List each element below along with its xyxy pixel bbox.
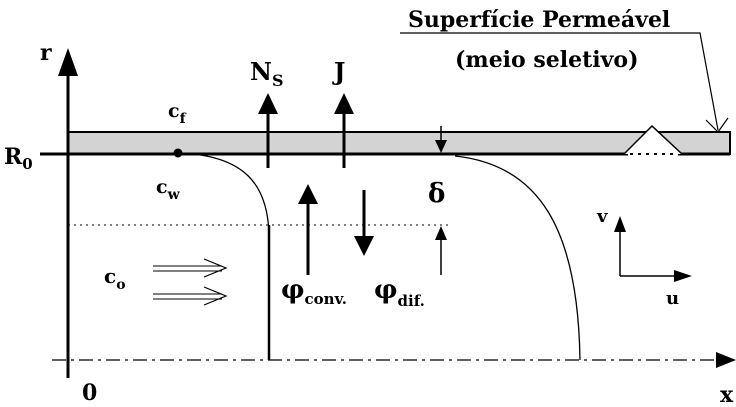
cf-label: cf bbox=[168, 100, 187, 127]
phi-conv-label: φconv. bbox=[281, 275, 347, 308]
co-sub: o bbox=[116, 277, 125, 293]
x-axis-label: x bbox=[720, 382, 734, 407]
cf-main: c bbox=[168, 100, 180, 122]
delta-arrowhead-up bbox=[435, 226, 447, 240]
v-label: v bbox=[596, 206, 608, 227]
j-arrowhead bbox=[334, 93, 354, 114]
leader-tip bbox=[705, 117, 729, 133]
cw-sub: w bbox=[167, 187, 181, 203]
membrane-pore bbox=[623, 124, 683, 155]
phi-dif-main: φ bbox=[374, 275, 398, 305]
phi-dif-label: φdif. bbox=[374, 275, 425, 310]
phi-dif-sub: dif. bbox=[398, 292, 425, 310]
r0-main: R bbox=[4, 144, 23, 170]
r0-label: R0 bbox=[4, 144, 33, 173]
cw-main: c bbox=[156, 176, 168, 198]
u-arrowhead bbox=[674, 270, 692, 282]
surface-label-line2: (meio seletivo) bbox=[455, 47, 639, 73]
u-label: u bbox=[666, 288, 679, 309]
ns-main: N bbox=[250, 57, 272, 86]
r-axis-arrowhead bbox=[58, 48, 78, 76]
ns-arrowhead bbox=[258, 93, 278, 114]
r-axis-label: r bbox=[40, 40, 52, 66]
x-axis-arrowhead bbox=[716, 352, 736, 368]
cf-sub: f bbox=[180, 111, 187, 127]
phi-conv-sub: conv. bbox=[305, 290, 347, 308]
r0-sub: 0 bbox=[22, 155, 32, 173]
co-main: c bbox=[104, 264, 116, 288]
concentration-profile-right bbox=[454, 155, 581, 361]
phi-conv-arrowhead bbox=[298, 184, 318, 204]
origin-label: 0 bbox=[82, 380, 97, 406]
flow-arrow-2-head bbox=[203, 286, 228, 306]
co-label: co bbox=[104, 264, 126, 293]
cw-label: cw bbox=[156, 176, 181, 203]
ns-label: NS bbox=[250, 57, 284, 90]
leader-line bbox=[400, 32, 719, 131]
phi-dif-arrowhead bbox=[354, 236, 374, 256]
v-arrowhead bbox=[614, 216, 626, 232]
phi-conv-main: φ bbox=[281, 275, 305, 305]
surface-label-line1: Superfície Permeável bbox=[408, 7, 670, 33]
j-label: J bbox=[332, 57, 345, 86]
delta-label: δ bbox=[428, 179, 445, 209]
ns-sub: S bbox=[272, 71, 284, 90]
delta-arrowhead-down bbox=[435, 140, 447, 153]
cw-point bbox=[173, 148, 183, 158]
flow-arrow-1-head bbox=[203, 258, 228, 278]
concentration-profile-left bbox=[177, 152, 270, 236]
